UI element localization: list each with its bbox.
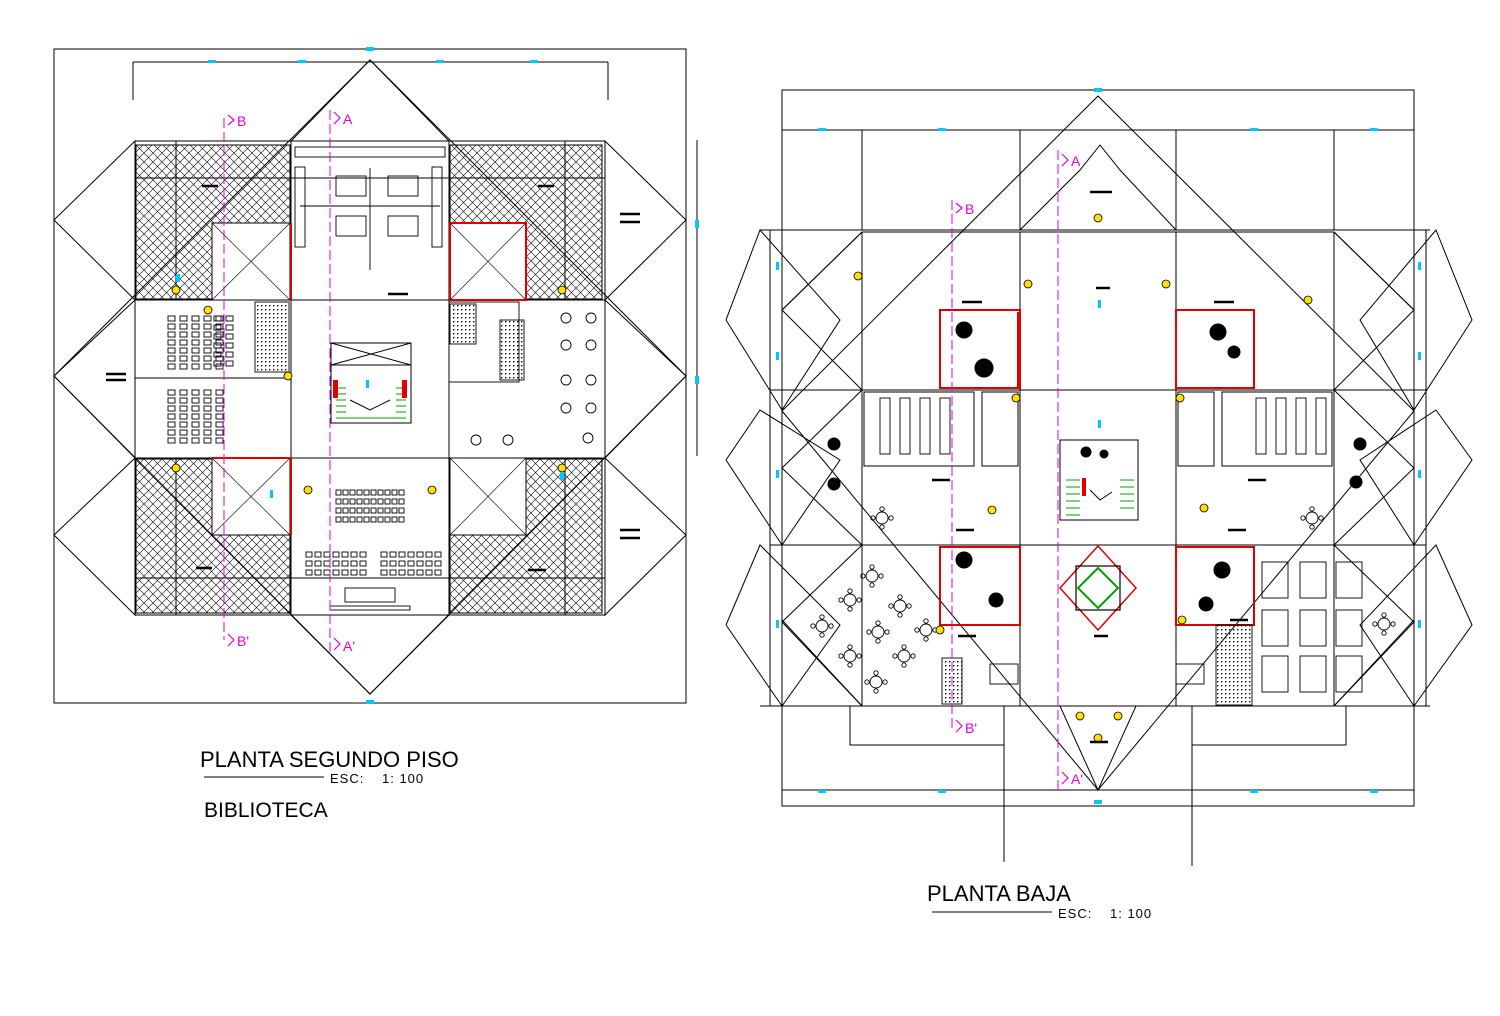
upper-doors	[171, 285, 567, 495]
upper-slope-markers	[106, 184, 640, 572]
upper-plan-title: PLANTA SEGUNDO PISO	[200, 747, 459, 772]
ground-section-a-label: A	[1071, 153, 1081, 169]
ground-central-diamond	[1058, 544, 1138, 632]
ground-courtyards	[939, 309, 1255, 626]
upper-stair-core	[330, 342, 412, 424]
upper-section-a-label: A	[343, 111, 353, 127]
ground-plan-title: PLANTA BAJA	[927, 881, 1071, 906]
ground-plants	[827, 321, 1367, 612]
ground-plan-title-block: PLANTA BAJA ESC: 1: 100	[927, 881, 1152, 921]
upper-section-b-prime-label: B'	[237, 633, 249, 649]
ground-markers	[932, 190, 1266, 744]
ground-outer-frame	[781, 89, 1415, 807]
ground-section-lines	[951, 150, 1059, 790]
upper-section-b-label: B	[237, 113, 246, 129]
ground-dimension-ticks	[776, 88, 1421, 804]
upper-dimension-ticks	[176, 47, 699, 704]
upper-plan-title-block: PLANTA SEGUNDO PISO ESC: 1: 100 BIBLIOTE…	[200, 747, 459, 822]
upper-plan-scale-value: 1: 100	[382, 771, 424, 786]
ground-roof-diamond	[781, 95, 1415, 791]
ground-section-b-label: B	[965, 201, 974, 217]
upper-section-a-prime-label: A'	[343, 638, 355, 654]
upper-roof-hatching	[135, 144, 603, 614]
ground-section-b-prime-label: B'	[965, 720, 977, 736]
ground-plan-scale-value: 1: 100	[1110, 906, 1152, 921]
upper-section-lines	[223, 110, 331, 655]
ground-section-a-prime-label: A'	[1071, 771, 1083, 787]
ground-floor-plan	[725, 89, 1473, 866]
ground-plan-scale-label: ESC:	[1058, 906, 1092, 921]
upper-plan-scale-label: ESC:	[330, 771, 364, 786]
ground-central-stair	[1066, 478, 1134, 516]
upper-reading-tables	[167, 146, 597, 611]
upper-plan-subtitle: BIBLIOTECA	[204, 799, 328, 822]
ground-doors	[853, 213, 1313, 743]
